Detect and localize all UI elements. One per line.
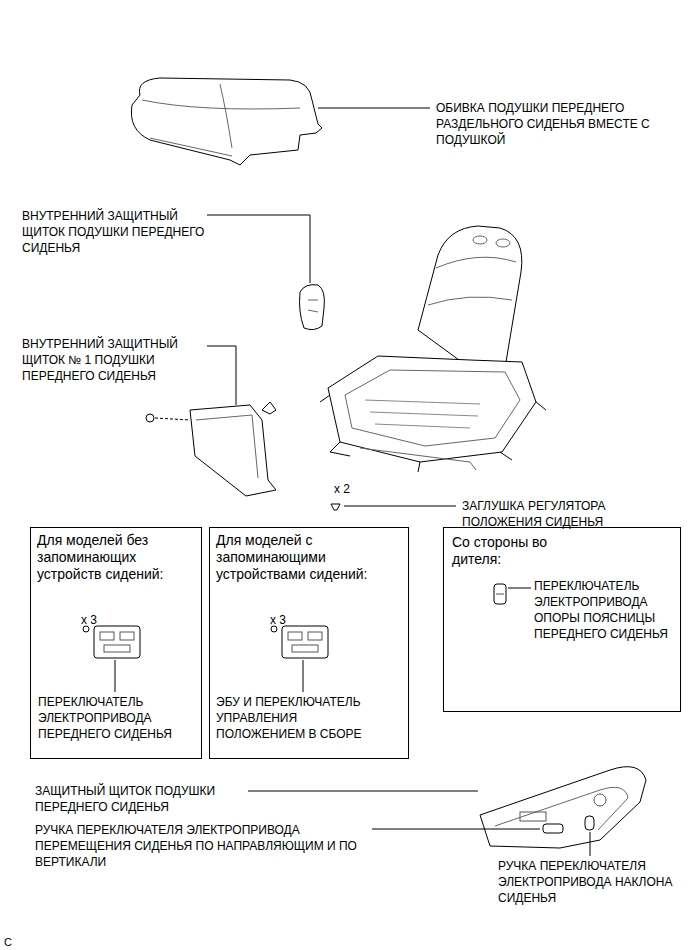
figure-code: C — [4, 934, 12, 950]
part-name: ВНУТРЕННИЙ ЗАЩИТНЫЙ ЩИТОК ПОДУШКИ ПЕРЕДН… — [22, 208, 207, 256]
variant-box: Со стороны во дителя: ПЕРЕКЛЮЧАТЕЛЬ ЭЛЕКТ… — [443, 527, 681, 712]
variant-box: Для моделей без запоминающих устройств с… — [30, 527, 202, 759]
part-name: ЭБУ И ПЕРЕКЛЮЧАТЕЛЬ УПРАВЛЕНИЯ ПОЛОЖЕНИЕ… — [216, 694, 384, 742]
variant-box: Для моделей с запоминающими устройствами… — [209, 527, 409, 759]
quantity-note: x 2 — [334, 481, 350, 497]
part-name: РУЧКА ПЕРЕКЛЮЧАТЕЛЯ ЭЛЕКТРОПРИВОДА ПЕРЕМ… — [35, 822, 365, 870]
variant-heading: Для моделей с запоминающими устройствами… — [216, 532, 404, 583]
part-name: ПЕРЕКЛЮЧАТЕЛЬ ЭЛЕКТРОПРИВОДА ОПОРЫ ПОЯСН… — [534, 578, 668, 642]
part-name: ВНУТРЕННИЙ ЗАЩИТНЫЙ ЩИТОК № 1 ПОДУШКИ ПЕ… — [22, 336, 207, 384]
part-name: РУЧКА ПЕРЕКЛЮЧАТЕЛЯ ЭЛЕКТРОПРИВОДА НАКЛО… — [498, 858, 673, 906]
quantity-note: x 3 — [270, 612, 286, 628]
part-name: ЗАГЛУШКА РЕГУЛЯТОРА ПОЛОЖЕНИЯ СИДЕНЬЯ — [462, 498, 667, 530]
part-name: ЗАЩИТНЫЙ ЩИТОК ПОДУШКИ ПЕРЕДНЕГО СИДЕНЬЯ — [35, 783, 245, 815]
quantity-note: x 3 — [81, 612, 97, 628]
variant-heading: Для моделей без запоминающих устройств с… — [37, 532, 187, 583]
variant-heading: Со стороны во дителя: — [452, 534, 582, 568]
part-name: ОБИВКА ПОДУШКИ ПЕРЕДНЕГО РАЗДЕЛЬНОГО СИД… — [436, 100, 668, 148]
part-name: ПЕРЕКЛЮЧАТЕЛЬ ЭЛЕКТРОПРИВОДА ПЕРЕДНЕГО С… — [38, 694, 198, 742]
